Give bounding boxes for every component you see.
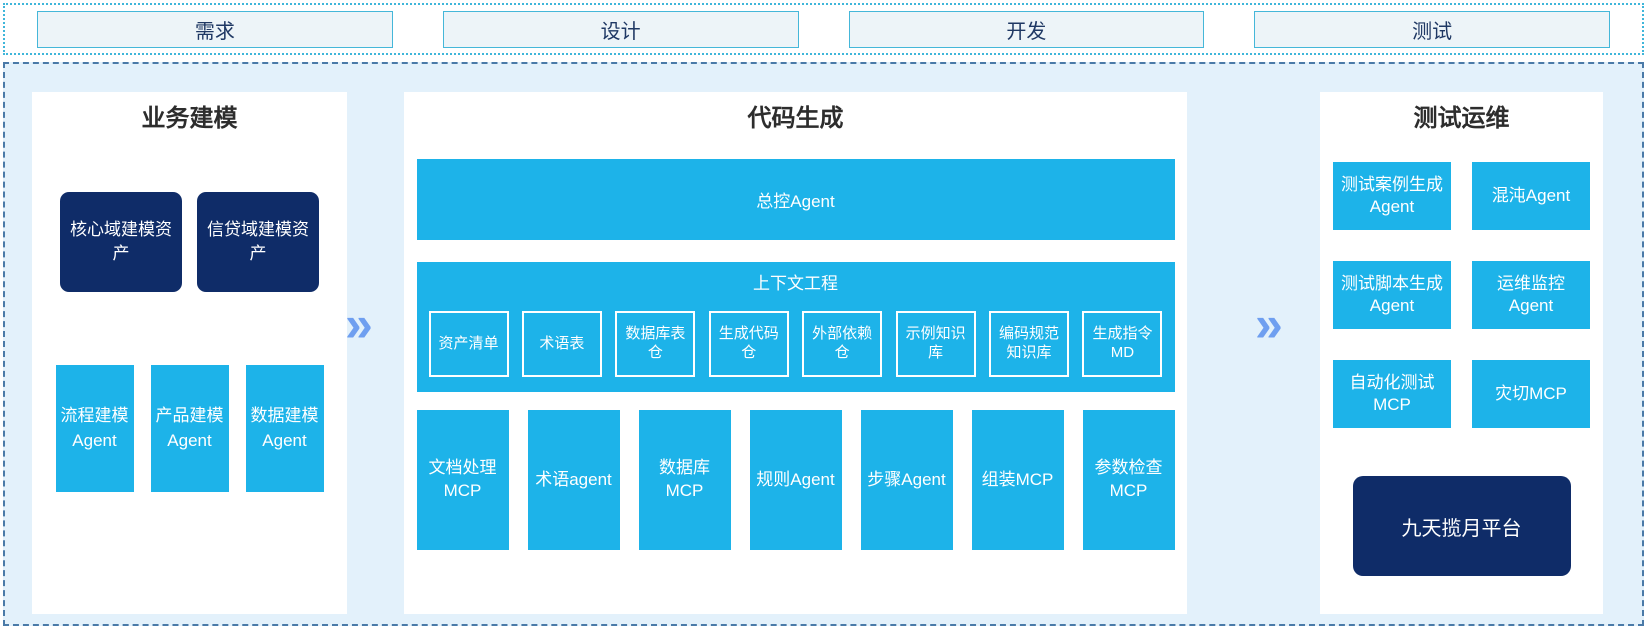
box-glossary-agent: 术语agent	[527, 410, 620, 550]
box-asset-list: 资产清单	[428, 311, 509, 377]
box-product-modeling-agent: 产品建模Agent	[150, 365, 229, 492]
flow-arrow-icon: »	[345, 296, 373, 352]
box-database-mcp: 数据库MCP	[638, 410, 731, 550]
box-ops-monitoring-agent: 运维监控Agent	[1472, 261, 1590, 329]
codegen-tools-row: 文档处理MCP 术语agent 数据库MCP 规则Agent 步骤Agent 组…	[416, 410, 1175, 550]
box-assembly-mcp: 组装MCP	[971, 410, 1064, 550]
asset-row: 核心域建模资产 信贷域建模资产	[32, 192, 347, 292]
box-steps-agent: 步骤Agent	[860, 410, 953, 550]
panel-business-modeling: 业务建模 核心域建模资产 信贷域建模资产 流程建模Agent 产品建模Agent…	[32, 92, 347, 614]
phase-requirements: 需求	[37, 10, 393, 48]
box-example-knowledge-base: 示例知识库	[895, 311, 976, 377]
panel-title-business-modeling: 业务建模	[141, 105, 238, 132]
context-engineering-title: 上下文工程	[753, 274, 838, 293]
box-document-processing-mcp: 文档处理MCP	[416, 410, 509, 550]
box-parameter-check-mcp: 参数检查MCP	[1082, 410, 1175, 550]
box-glossary: 术语表	[521, 311, 602, 377]
phase-strip: 需求 设计 开发 测试	[3, 3, 1644, 55]
phase-development: 开发	[848, 10, 1205, 48]
box-test-case-generation-agent: 测试案例生成Agent	[1333, 162, 1451, 230]
box-core-domain-assets: 核心域建模资产	[60, 192, 182, 292]
pipeline-container: 业务建模 核心域建模资产 信贷域建模资产 流程建模Agent 产品建模Agent…	[3, 62, 1644, 626]
box-rules-agent: 规则Agent	[749, 410, 842, 550]
box-data-modeling-agent: 数据建模Agent	[245, 365, 324, 492]
box-test-script-generation-agent: 测试脚本生成Agent	[1333, 261, 1451, 329]
box-database-table-repo: 数据库表仓	[615, 311, 696, 377]
box-external-dependency-repo: 外部依赖仓	[802, 311, 883, 377]
box-generated-code-repo: 生成代码仓	[708, 311, 789, 377]
box-disaster-switch-mcp: 灾切MCP	[1472, 360, 1590, 428]
box-coding-standards-knowledge-base: 编码规范知识库	[989, 311, 1070, 377]
box-master-control-agent: 总控Agent	[416, 159, 1175, 240]
phase-design: 设计	[442, 10, 799, 48]
box-generation-instruction-md: 生成指令MD	[1082, 311, 1163, 377]
context-items-row: 资产清单 术语表 数据库表仓 生成代码仓 外部依赖仓 示例知识库 编码规范知识库…	[428, 311, 1163, 377]
modeling-agent-row: 流程建模Agent 产品建模Agent 数据建模Agent	[32, 365, 347, 492]
panel-title-code-generation: 代码生成	[747, 105, 844, 132]
flow-arrow-icon: »	[1255, 296, 1283, 352]
testops-grid: 测试案例生成Agent 混沌Agent 测试脚本生成Agent 运维监控Agen…	[1320, 162, 1603, 428]
phase-testing: 测试	[1254, 10, 1610, 48]
context-engineering-group: 上下文工程 资产清单 术语表 数据库表仓 生成代码仓 外部依赖仓 示例知识库 编…	[416, 262, 1175, 392]
panel-code-generation: 代码生成 总控Agent 上下文工程 资产清单 术语表 数据库表仓 生成代码仓 …	[404, 92, 1187, 614]
box-chaos-agent: 混沌Agent	[1472, 162, 1590, 230]
box-process-modeling-agent: 流程建模Agent	[55, 365, 134, 492]
panel-test-operations: 测试运维 测试案例生成Agent 混沌Agent 测试脚本生成Agent 运维监…	[1320, 92, 1603, 614]
box-credit-domain-assets: 信贷域建模资产	[197, 192, 319, 292]
box-automated-testing-mcp: 自动化测试MCP	[1333, 360, 1451, 428]
box-jiutian-lanyue-platform: 九天揽月平台	[1352, 476, 1571, 576]
panel-title-test-operations: 测试运维	[1413, 105, 1510, 132]
